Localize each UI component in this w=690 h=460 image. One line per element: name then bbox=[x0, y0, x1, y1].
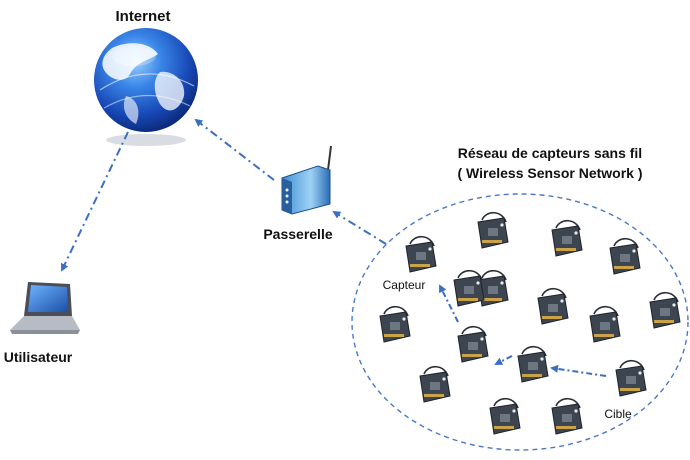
sensor-node-icon bbox=[517, 345, 549, 383]
arrow-internet-to-user bbox=[60, 131, 129, 272]
sensor-node-icon bbox=[551, 397, 583, 435]
sensor-node-icon bbox=[477, 211, 509, 249]
sensor-node-icon bbox=[589, 305, 621, 343]
internet-label: Internet bbox=[115, 8, 170, 25]
sensor-node-icon bbox=[551, 219, 583, 257]
arrow-network-to-gateway bbox=[332, 210, 387, 245]
sensor-nodes bbox=[379, 211, 681, 435]
sensor-node-icon bbox=[489, 397, 521, 435]
sensor-node-icon bbox=[537, 287, 569, 325]
arrow-hop-1 bbox=[494, 355, 513, 365]
data-flow-arrows bbox=[60, 118, 607, 377]
internet-node: Internet bbox=[94, 8, 198, 146]
arrow-target-to-sensor bbox=[550, 364, 607, 377]
globe-icon bbox=[94, 28, 198, 146]
sensor-node-icon bbox=[649, 291, 681, 329]
user-node: Utilisateur bbox=[4, 282, 80, 365]
sensor-node-icon bbox=[379, 305, 411, 343]
router-icon bbox=[281, 145, 332, 215]
gateway-label: Passerelle bbox=[263, 226, 332, 242]
wsn-title: Réseau de capteurs sans fil bbox=[458, 145, 642, 161]
laptop-icon bbox=[10, 282, 80, 334]
sensor-node-icon bbox=[419, 365, 451, 403]
sensor-node-icon bbox=[615, 359, 647, 397]
sensor-node-icon bbox=[453, 269, 485, 307]
user-label: Utilisateur bbox=[4, 349, 73, 365]
sensor-node-icon bbox=[457, 325, 489, 363]
sensor-node-icon bbox=[609, 237, 641, 275]
target-label: Cible bbox=[604, 407, 632, 421]
wsn-boundary bbox=[351, 193, 689, 451]
arrow-gateway-to-internet bbox=[194, 118, 275, 181]
sensor-node-icon bbox=[405, 235, 437, 273]
sensor-label: Capteur bbox=[383, 278, 426, 292]
arrow-hop-2 bbox=[439, 284, 459, 323]
gateway-node: Passerelle bbox=[263, 145, 333, 242]
wsn-subtitle: ( Wireless Sensor Network ) bbox=[457, 165, 642, 181]
